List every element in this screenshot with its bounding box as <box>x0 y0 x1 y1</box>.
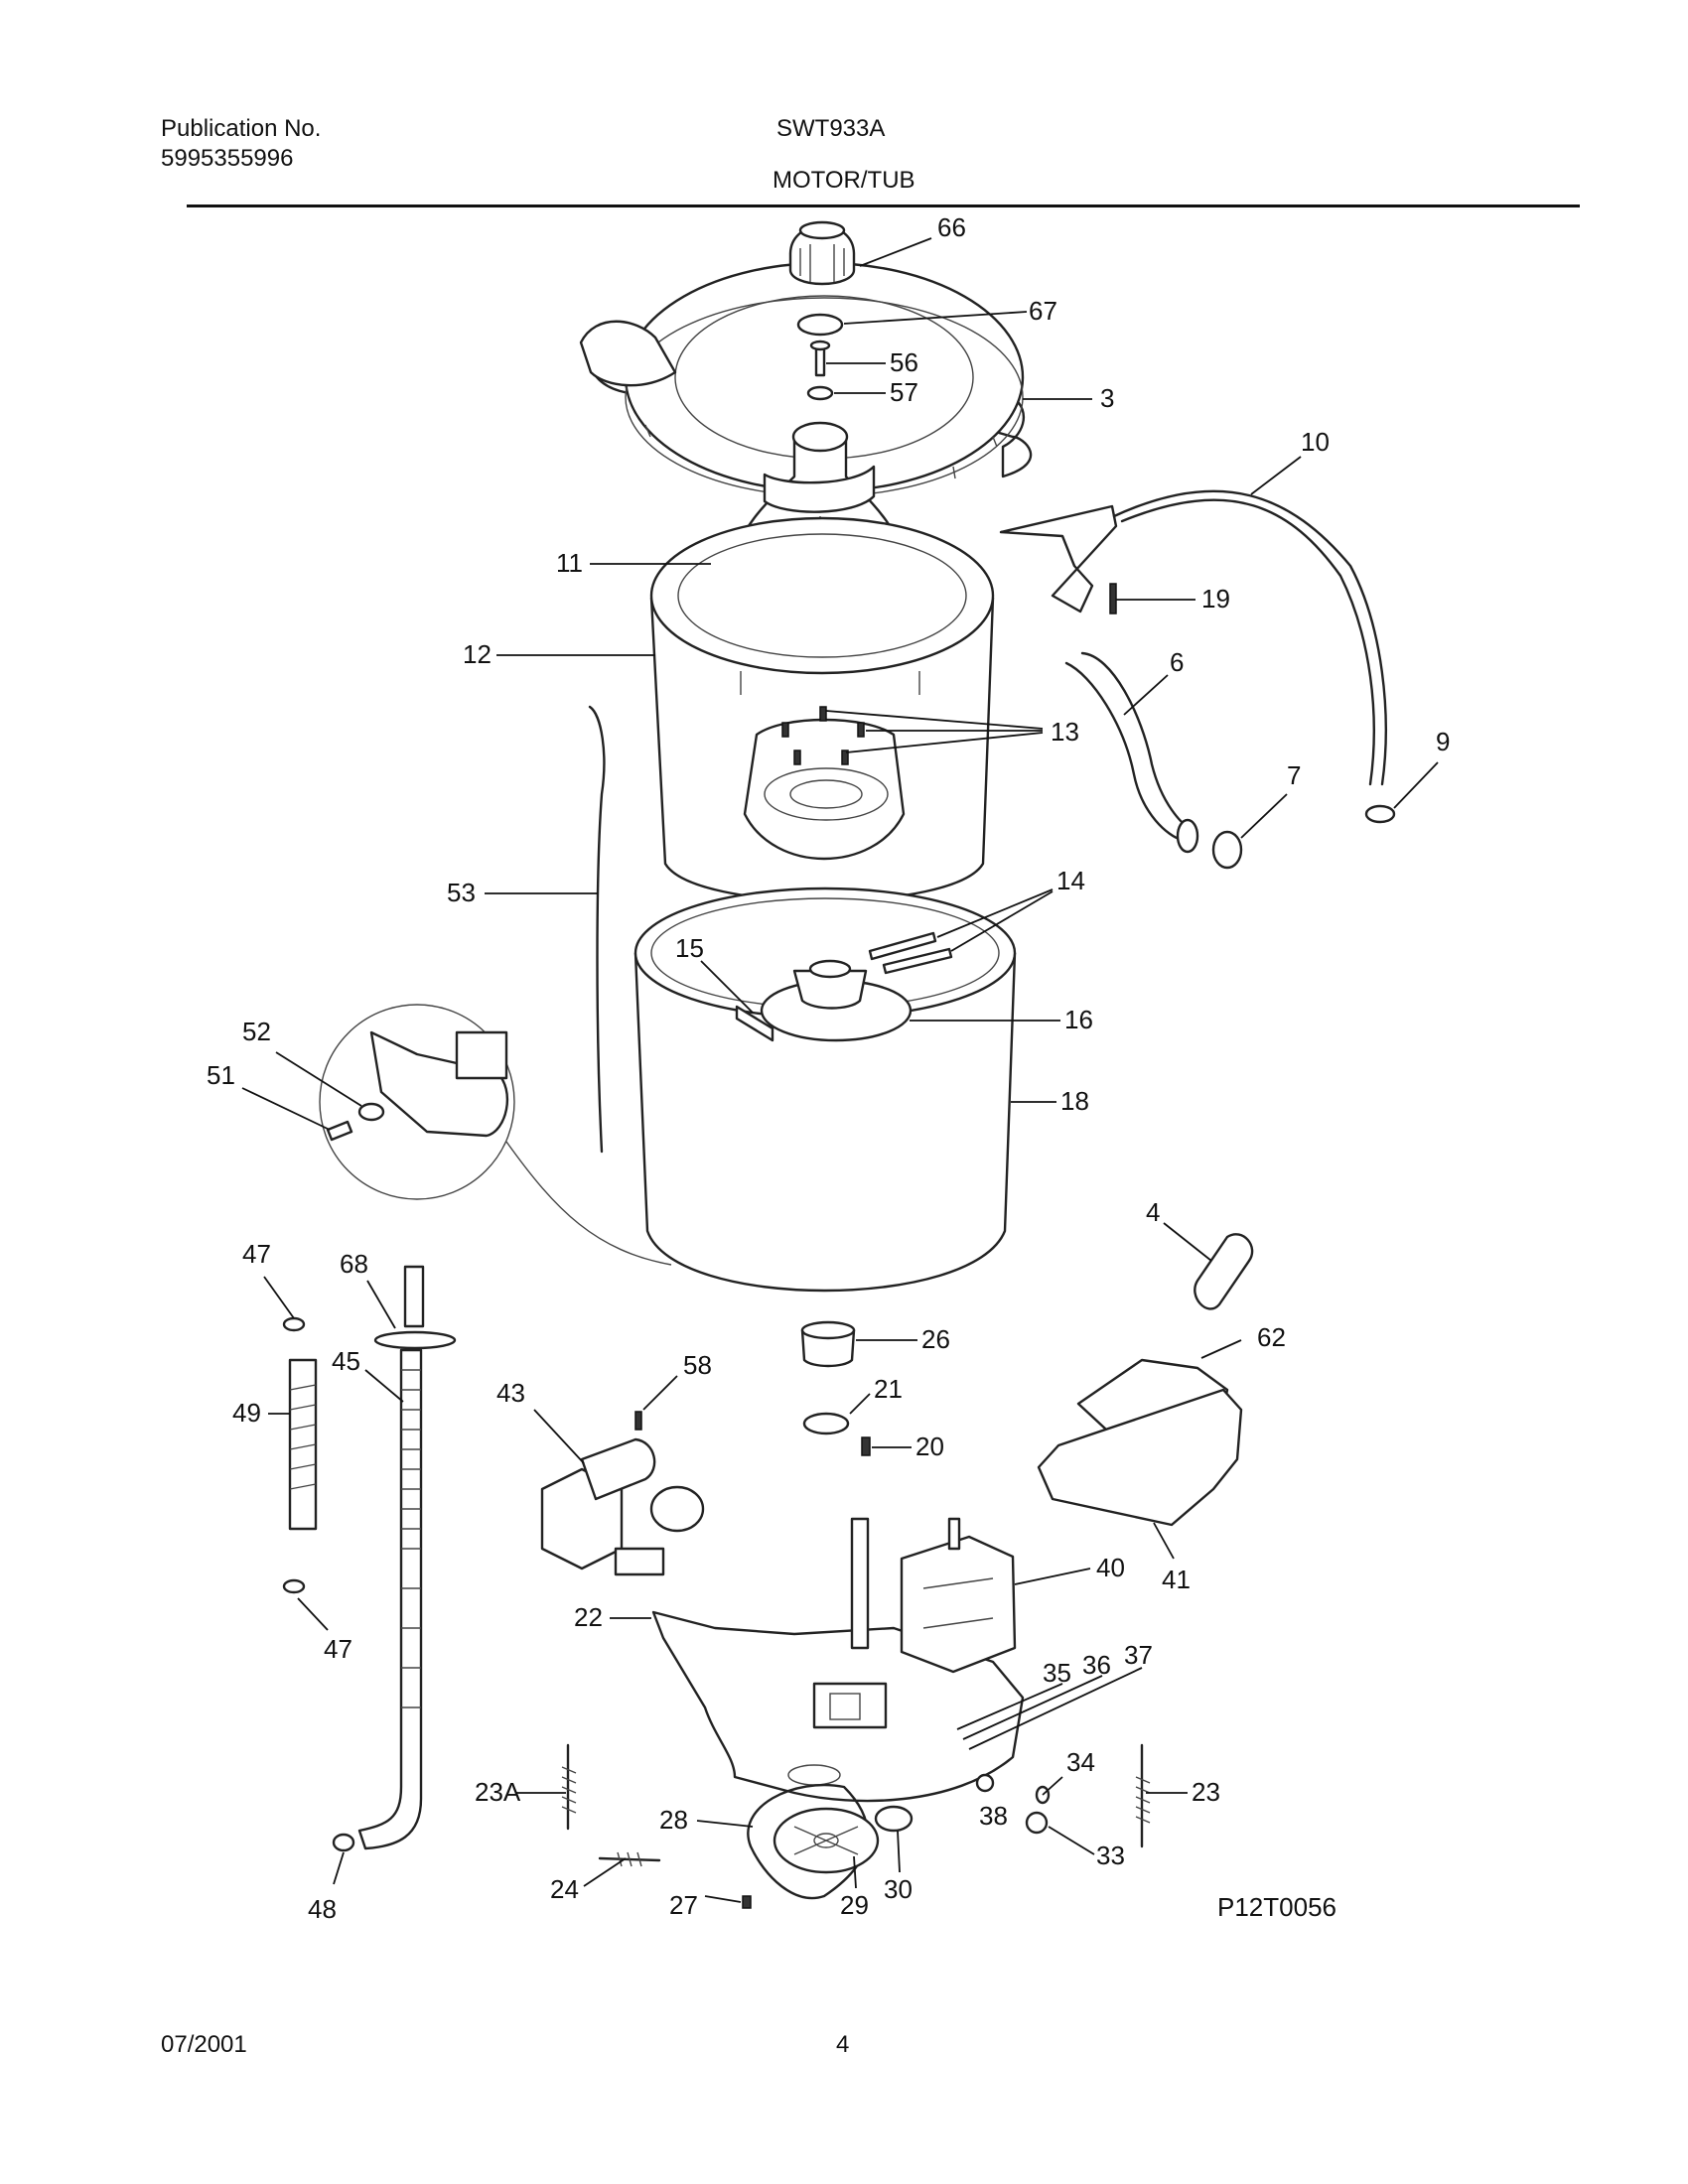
callout-56: 56 <box>890 347 918 377</box>
clamp-47-bottom <box>282 1578 306 1594</box>
tub-bracket <box>735 1005 774 1042</box>
callout-58: 58 <box>683 1350 712 1380</box>
callout-18: 18 <box>1060 1086 1089 1116</box>
callout-7: 7 <box>1287 760 1301 790</box>
callout-38: 38 <box>979 1801 1008 1831</box>
callout-33: 33 <box>1096 1841 1125 1870</box>
callout-62: 62 <box>1257 1322 1286 1352</box>
callout-24: 24 <box>550 1874 579 1904</box>
callout-35: 35 <box>1043 1658 1071 1688</box>
callout-26: 26 <box>921 1324 950 1354</box>
callout-52: 52 <box>242 1017 271 1046</box>
drive-pulley <box>773 1807 880 1874</box>
callout-29: 29 <box>840 1890 869 1920</box>
agitator-cap <box>788 220 856 286</box>
header-rule <box>187 205 1580 207</box>
fill-hose <box>999 489 1387 786</box>
tub-bolts <box>868 931 953 975</box>
callout-6: 6 <box>1170 647 1184 677</box>
callout-20: 20 <box>915 1432 944 1461</box>
agitator-washer <box>806 385 834 401</box>
tub-cover-ring <box>579 261 1033 497</box>
callout-13: 13 <box>1051 717 1079 747</box>
drive-bushing <box>800 1320 856 1368</box>
callouts: 66 67 56 57 3 10 19 11 12 6 13 9 7 53 14… <box>207 212 1450 1924</box>
callout-12: 12 <box>463 639 492 669</box>
detail-inset <box>319 1004 672 1266</box>
capacitor-bracket <box>1037 1358 1243 1527</box>
callout-34: 34 <box>1066 1747 1095 1777</box>
figure-id: P12T0056 <box>1217 1892 1336 1922</box>
callout-67: 67 <box>1029 296 1057 326</box>
callout-48: 48 <box>308 1894 337 1924</box>
callout-68: 68 <box>340 1249 368 1279</box>
footer-page: 4 <box>836 2031 850 2058</box>
outer-tub <box>633 887 1017 1293</box>
callout-28: 28 <box>659 1805 688 1835</box>
callout-23a: 23A <box>475 1777 521 1807</box>
model-number: SWT933A <box>776 115 886 142</box>
callout-40: 40 <box>1096 1553 1125 1582</box>
callout-10: 10 <box>1301 427 1330 457</box>
callout-27: 27 <box>669 1890 698 1920</box>
clamp-48 <box>332 1833 355 1852</box>
basket-screws <box>781 706 865 765</box>
callout-57: 57 <box>890 377 918 407</box>
hose-clamp-9 <box>1364 804 1396 824</box>
callout-43: 43 <box>496 1378 525 1408</box>
callout-21: 21 <box>874 1374 903 1404</box>
set-screw <box>742 1895 752 1909</box>
drain-hose <box>1064 651 1199 854</box>
footer-date: 07/2001 <box>161 2031 247 2058</box>
callout-30: 30 <box>884 1874 913 1904</box>
callout-3: 3 <box>1100 383 1114 413</box>
motor-pulley <box>874 1805 914 1833</box>
callout-36: 36 <box>1082 1650 1111 1680</box>
nut-38 <box>975 1773 995 1793</box>
cap-seal <box>796 313 844 337</box>
callout-15: 15 <box>675 933 704 963</box>
callout-53: 53 <box>447 878 476 907</box>
callout-37: 37 <box>1124 1640 1153 1670</box>
agitator-bolt <box>809 340 831 377</box>
callout-23: 23 <box>1192 1777 1220 1807</box>
spring-23 <box>1135 1743 1151 1848</box>
callout-4: 4 <box>1146 1197 1160 1227</box>
callout-45: 45 <box>332 1346 360 1376</box>
callout-22: 22 <box>574 1602 603 1632</box>
callout-41: 41 <box>1162 1565 1191 1594</box>
drive-screw <box>861 1436 871 1456</box>
publication-label: Publication No. <box>161 115 322 142</box>
spring-24 <box>598 1851 661 1867</box>
bearing-housing <box>760 959 913 1042</box>
callout-47-bottom: 47 <box>324 1634 352 1664</box>
fill-tube <box>288 1358 318 1531</box>
callout-14: 14 <box>1056 866 1085 895</box>
hose-clamp-7 <box>1211 830 1243 870</box>
capacitor <box>1194 1233 1254 1310</box>
seal-washer <box>802 1412 850 1435</box>
callout-51: 51 <box>207 1060 235 1090</box>
tension-spring <box>1025 1785 1051 1835</box>
drive-motor <box>900 1517 1017 1674</box>
callout-49: 49 <box>232 1398 261 1428</box>
callout-66: 66 <box>937 212 966 242</box>
callout-11: 11 <box>556 548 583 578</box>
callout-9: 9 <box>1436 727 1450 756</box>
clamp-47-top <box>282 1316 306 1332</box>
section-title: MOTOR/TUB <box>773 167 915 194</box>
pressure-hose <box>588 705 606 1154</box>
publication-number: 5995355996 <box>161 145 294 172</box>
spring-23a <box>561 1743 577 1831</box>
callout-47-top: 47 <box>242 1239 271 1269</box>
callout-16: 16 <box>1064 1005 1093 1034</box>
water-valve <box>540 1437 705 1576</box>
standpipe <box>357 1265 457 1850</box>
callout-19: 19 <box>1201 584 1230 614</box>
valve-screw <box>634 1411 642 1431</box>
spin-basket <box>649 516 995 902</box>
